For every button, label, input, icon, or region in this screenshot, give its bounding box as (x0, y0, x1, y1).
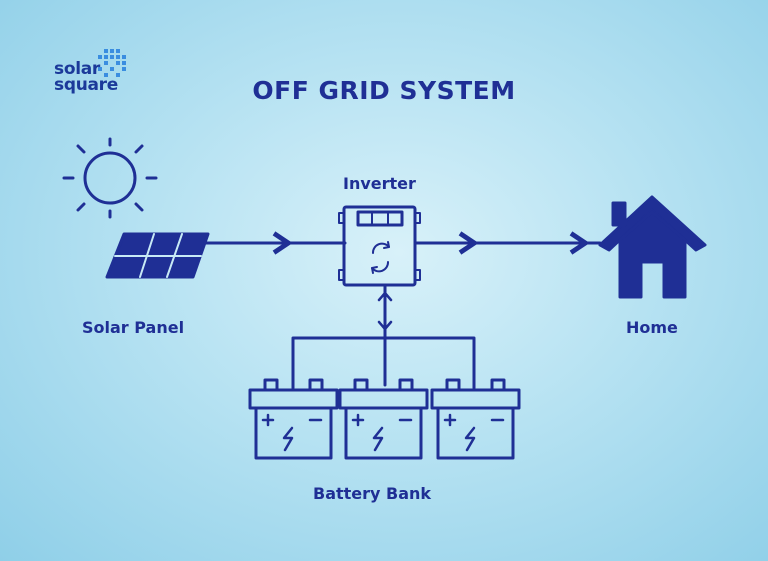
flow-arrow-up (377, 291, 393, 302)
logo-text-line1: solar (54, 59, 100, 79)
solarsquare-logo: solar square (54, 49, 134, 95)
battery-icon (338, 378, 429, 460)
logo-grid-icon (98, 49, 126, 77)
home-label: Home (626, 318, 678, 337)
logo-text-line2: square (54, 75, 118, 95)
page-title: OFF GRID SYSTEM (252, 76, 516, 105)
battery-bank-label: Battery Bank (313, 484, 432, 503)
solar-panel-icon (105, 232, 210, 279)
home-icon (598, 195, 707, 299)
battery-bus (291, 336, 476, 390)
sun-icon (62, 137, 158, 219)
battery-icon (430, 378, 521, 460)
flow-arrow-down (377, 320, 393, 331)
battery-icon (248, 378, 339, 460)
inverter-label: Inverter (343, 174, 416, 193)
solar-panel-label: Solar Panel (82, 318, 185, 337)
inverter-icon (338, 205, 421, 287)
